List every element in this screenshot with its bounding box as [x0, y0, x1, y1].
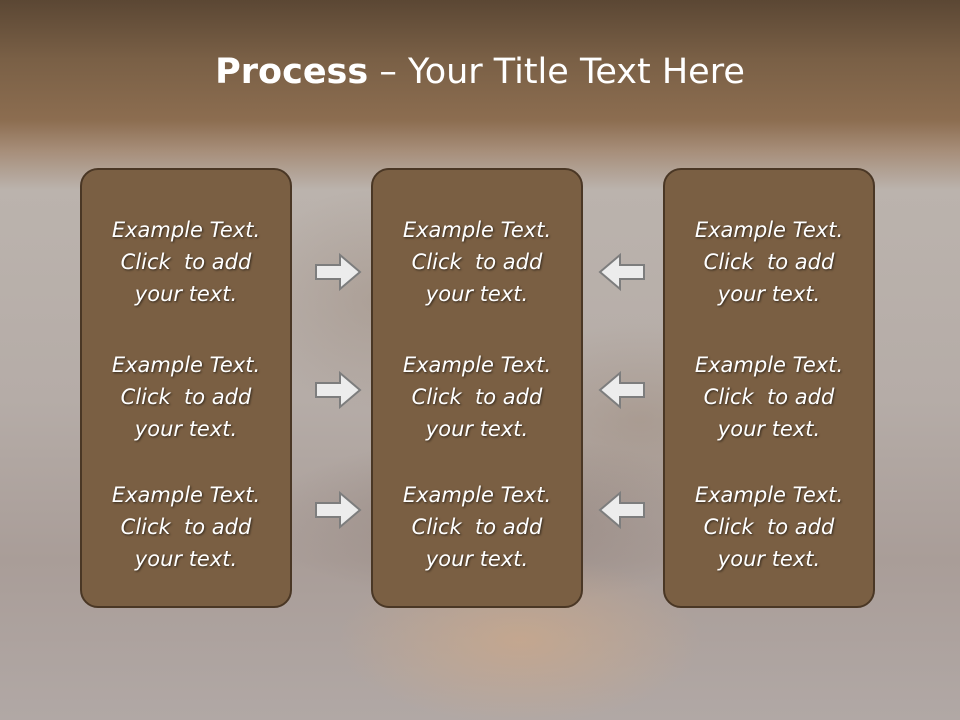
text-line: your text.	[425, 547, 529, 571]
text-line: Click to add	[411, 385, 543, 409]
panel-1-text-1[interactable]: Example Text. Click to add your text.	[82, 214, 290, 310]
process-panel-1[interactable]: Example Text. Click to add your text. Ex…	[80, 168, 292, 608]
text-line: Example Text.	[111, 353, 261, 377]
arrow-left-icon	[598, 252, 645, 292]
text-line: Example Text.	[402, 353, 552, 377]
text-line: Example Text.	[111, 483, 261, 507]
text-line: Example Text.	[111, 218, 261, 242]
process-panel-3[interactable]: Example Text. Click to add your text. Ex…	[663, 168, 875, 608]
text-line: Example Text.	[694, 353, 844, 377]
slide-title[interactable]: Process – Your Title Text Here	[0, 52, 960, 92]
title-bold: Process	[215, 52, 369, 92]
text-line: your text.	[717, 417, 821, 441]
panel-1-text-3[interactable]: Example Text. Click to add your text.	[82, 479, 290, 575]
text-line: your text.	[717, 282, 821, 306]
text-line: Click to add	[120, 250, 252, 274]
panel-2-text-3[interactable]: Example Text. Click to add your text.	[373, 479, 581, 575]
panel-3-text-1[interactable]: Example Text. Click to add your text.	[665, 214, 873, 310]
panel-3-text-2[interactable]: Example Text. Click to add your text.	[665, 349, 873, 445]
text-line: your text.	[134, 417, 238, 441]
text-line: Example Text.	[694, 218, 844, 242]
text-line: Click to add	[411, 250, 543, 274]
text-line: Example Text.	[402, 483, 552, 507]
text-line: Click to add	[120, 515, 252, 539]
text-line: your text.	[717, 547, 821, 571]
text-line: your text.	[425, 282, 529, 306]
text-line: Click to add	[411, 515, 543, 539]
text-line: your text.	[134, 547, 238, 571]
arrow-left-icon	[598, 370, 645, 410]
text-line: Click to add	[703, 515, 835, 539]
process-panel-2[interactable]: Example Text. Click to add your text. Ex…	[371, 168, 583, 608]
text-line: Click to add	[703, 250, 835, 274]
panel-3-text-3[interactable]: Example Text. Click to add your text.	[665, 479, 873, 575]
text-line: your text.	[134, 282, 238, 306]
panel-1-text-2[interactable]: Example Text. Click to add your text.	[82, 349, 290, 445]
text-line: Example Text.	[694, 483, 844, 507]
panel-2-text-2[interactable]: Example Text. Click to add your text.	[373, 349, 581, 445]
text-line: your text.	[425, 417, 529, 441]
panel-2-text-1[interactable]: Example Text. Click to add your text.	[373, 214, 581, 310]
text-line: Click to add	[120, 385, 252, 409]
arrow-right-icon	[315, 252, 362, 292]
arrow-right-icon	[315, 370, 362, 410]
title-rest: – Your Title Text Here	[368, 52, 745, 92]
text-line: Example Text.	[402, 218, 552, 242]
text-line: Click to add	[703, 385, 835, 409]
arrow-right-icon	[315, 490, 362, 530]
arrow-left-icon	[598, 490, 645, 530]
